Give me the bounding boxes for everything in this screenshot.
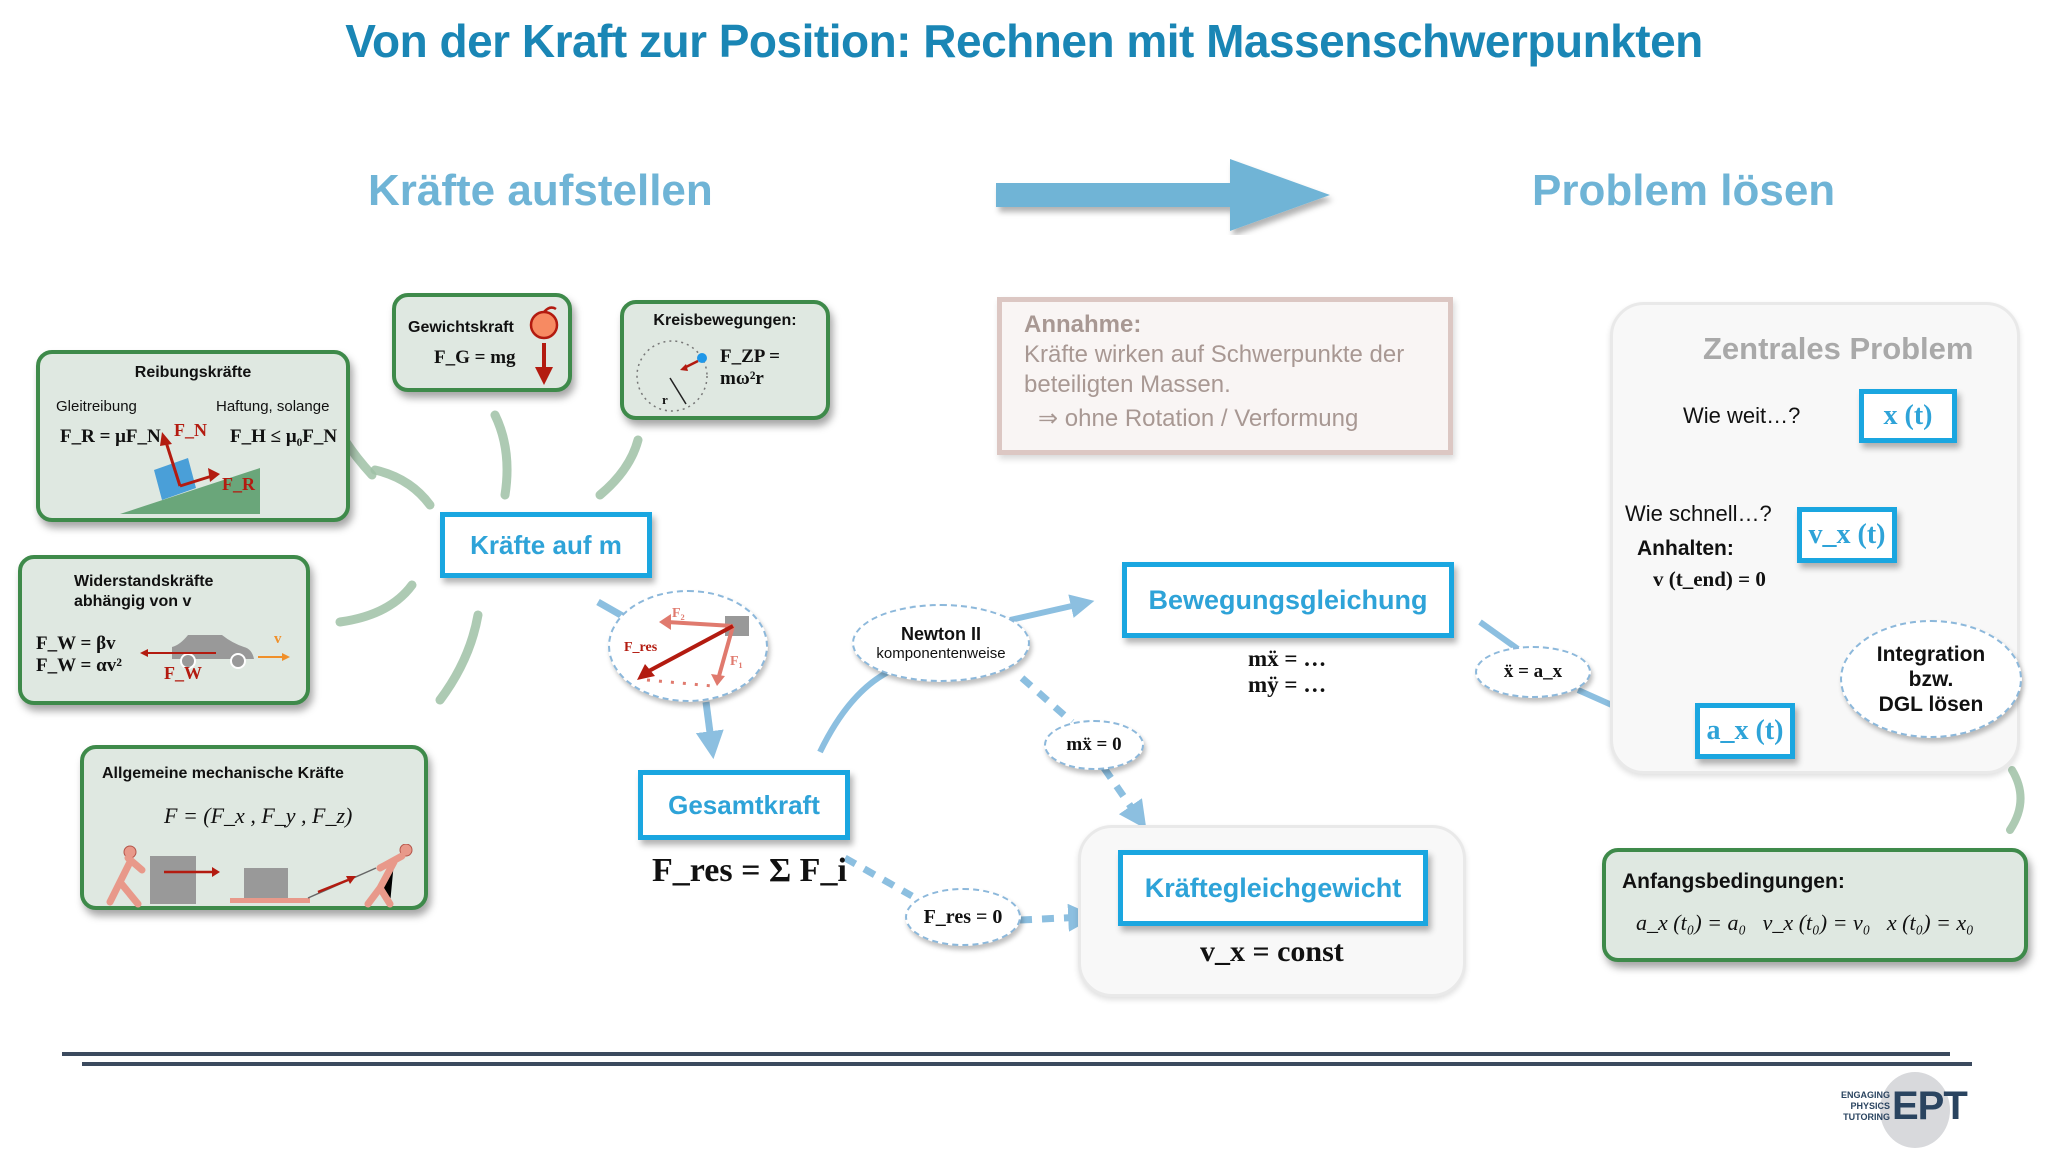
acceleration-function-node: a_x (t): [1695, 703, 1795, 759]
position-function-node: x (t): [1859, 389, 1957, 443]
total-force-equation: F_res = Σ F_i: [652, 852, 847, 889]
centripetal-equation: F_ZP = mω²r: [720, 346, 780, 389]
logo-mark: EPT: [1892, 1084, 1968, 1128]
green-swoosh: [490, 410, 512, 500]
green-swoosh: [370, 465, 435, 510]
eom-equation-x: mẍ = …: [1248, 646, 1327, 671]
zero-acceleration-bubble: mẍ = 0: [1044, 720, 1144, 770]
inclined-plane-icon: [120, 432, 260, 514]
general-forces-box: Allgemeine mechanische Kräfte F = (F_x ,…: [80, 745, 428, 910]
weight-force-box: Gewichtskraft F_G = mg: [392, 293, 572, 392]
connector-vectors-to-gesamtkraft: [695, 701, 724, 760]
assumption-line2: beteiligten Massen.: [1024, 371, 1231, 398]
page-title: Von der Kraft zur Position: Rechnen mit …: [345, 15, 1703, 67]
equilibrium-equation: v_x = const: [1200, 935, 1344, 968]
integration-line2: bzw.: [1908, 667, 1954, 691]
connector-fres0-to-equilibrium: [1019, 903, 1097, 932]
integration-line1: Integration: [1876, 642, 1986, 666]
static-friction-label: Haftung, solange: [216, 398, 330, 415]
logo-circle: [1880, 1072, 1950, 1148]
eom-equations: mẍ = … mÿ = …: [1248, 646, 1326, 698]
connector-gesamtkraft-to-newton: [817, 667, 894, 754]
newton-second-law-bubble: Newton II komponentenweise: [852, 604, 1030, 682]
total-force-node: Gesamtkraft: [638, 770, 850, 840]
eom-equation-y: mÿ = …: [1248, 672, 1327, 697]
newton-label: Newton II: [901, 624, 981, 644]
logo-line3: TUTORING: [1843, 1112, 1890, 1122]
weight-equation: F_G = mg: [434, 347, 516, 368]
force-f2-label: F₂: [672, 606, 685, 621]
force-equilibrium-node: Kräftegleichgewicht: [1118, 850, 1428, 926]
integration-bubble: Integration bzw. DGL lösen: [1840, 620, 2022, 738]
drag-title-line1: Widerstandskräfte: [74, 573, 214, 590]
resultant-force-label: F_res: [624, 640, 658, 655]
drag-forces-box: Widerstandskräfte abhängig von v F_W = β…: [18, 555, 310, 705]
circular-orbit-icon: [636, 340, 708, 412]
velocity-label: v: [274, 631, 282, 647]
vector-addition-icon: [637, 614, 749, 688]
static-friction-equation: F_H ≤ μ₀F_N: [230, 426, 338, 447]
vector-sum-bubble: F₂ F₁ F_res: [608, 590, 768, 702]
connector-newton-to-mx0: [1019, 675, 1075, 725]
ept-logo: ENGAGING PHYSICS TUTORING EPT: [1830, 1068, 1980, 1152]
section-heading-setup-forces: Kräfte aufstellen: [368, 166, 713, 215]
assumption-box: Annahme: Kräfte wirken auf Schwerpunkte …: [997, 297, 1453, 455]
drag-title-line2: abhängig von v: [74, 593, 192, 610]
general-equation: F = (F_x , F_y , F_z): [164, 803, 353, 828]
friction-force-label: F_R: [222, 474, 255, 494]
zero-resultant-bubble: F_res = 0: [905, 888, 1021, 946]
zero-acceleration-equation: mẍ = 0: [1066, 734, 1122, 755]
acceleration-substitution-bubble: ẍ = a_x: [1475, 646, 1591, 698]
connector-mx0-to-equilibrium: [1101, 766, 1147, 830]
initial-conditions-title: Anfangsbedingungen:: [1622, 870, 1845, 893]
green-swoosh: [435, 610, 483, 705]
green-swoosh: [2006, 766, 2025, 834]
integration-line3: DGL lösen: [1878, 692, 1984, 716]
assumption-line1: Kräfte wirken auf Schwerpunkte der: [1024, 341, 1405, 368]
footer-divider-lower: [82, 1062, 1972, 1066]
general-title: Allgemeine mechanische Kräfte: [102, 765, 344, 782]
weight-title: Gewichtskraft: [408, 319, 514, 336]
connector-newton-to-eom: [1009, 594, 1095, 623]
drag-force-label: F_W: [164, 663, 202, 683]
equation-of-motion-node: Bewegungsgleichung: [1122, 562, 1454, 638]
initial-conditions-equations: a_x (t₀) = a₀ v_x (t₀) = v₀ x (t₀) = x₀: [1636, 910, 1974, 935]
logo-line1: ENGAGING: [1840, 1090, 1890, 1100]
footer-divider-upper: [62, 1052, 1950, 1056]
zero-resultant-equation: F_res = 0: [923, 905, 1003, 928]
forces-on-mass-node: Kräfte auf m: [440, 512, 652, 578]
logo-line2: PHYSICS: [1850, 1101, 1890, 1111]
normal-force-label: F_N: [174, 420, 207, 440]
question-distance: Wie weit…?: [1683, 403, 1801, 428]
velocity-function-node: v_x (t): [1797, 507, 1897, 563]
section-heading-solve-problem: Problem lösen: [1532, 166, 1836, 215]
sliding-friction-equation: F_R = μF_N: [60, 426, 161, 447]
circular-motion-box: Kreisbewegungen: r F_ZP = mω²r: [620, 300, 830, 420]
central-problem-title: Zentrales Problem: [1703, 331, 1974, 366]
drag-equation-quadratic: F_W = αv²: [36, 655, 122, 676]
circular-title: Kreisbewegungen:: [653, 312, 797, 329]
stop-condition-equation: v (t_end) = 0: [1653, 567, 1766, 591]
green-swoosh: [595, 435, 643, 500]
initial-conditions-box: Anfangsbedingungen: a_x (t₀) = a₀ v_x (t…: [1602, 848, 2028, 962]
apple-icon: [529, 306, 559, 385]
stop-label: Anhalten:: [1637, 537, 1734, 560]
drag-equation-linear: F_W = βv: [36, 633, 116, 654]
question-speed: Wie schnell…?: [1625, 501, 1772, 526]
acceleration-substitution-equation: ẍ = a_x: [1503, 661, 1563, 682]
friction-forces-box: Reibungskräfte Gleitreibung Haftung, sol…: [36, 350, 350, 522]
connector-gesamtkraft-to-fres0: [843, 854, 914, 900]
assumption-heading: Annahme:: [1024, 311, 1142, 338]
assumption-line3: ⇒ ohne Rotation / Verformung: [1038, 405, 1359, 432]
green-swoosh: [335, 580, 417, 627]
car-icon: [140, 635, 290, 669]
friction-title: Reibungskräfte: [134, 364, 252, 381]
logo-tagline: ENGAGING PHYSICS TUTORING: [1830, 1090, 1890, 1123]
newton-sublabel: komponentenweise: [876, 645, 1006, 662]
big-right-arrow-icon: [996, 159, 1330, 231]
sliding-friction-label: Gleitreibung: [56, 398, 137, 415]
push-pull-figures-icon: [106, 844, 413, 908]
radius-label: r: [662, 392, 668, 407]
force-f1-label: F₁: [730, 654, 743, 669]
